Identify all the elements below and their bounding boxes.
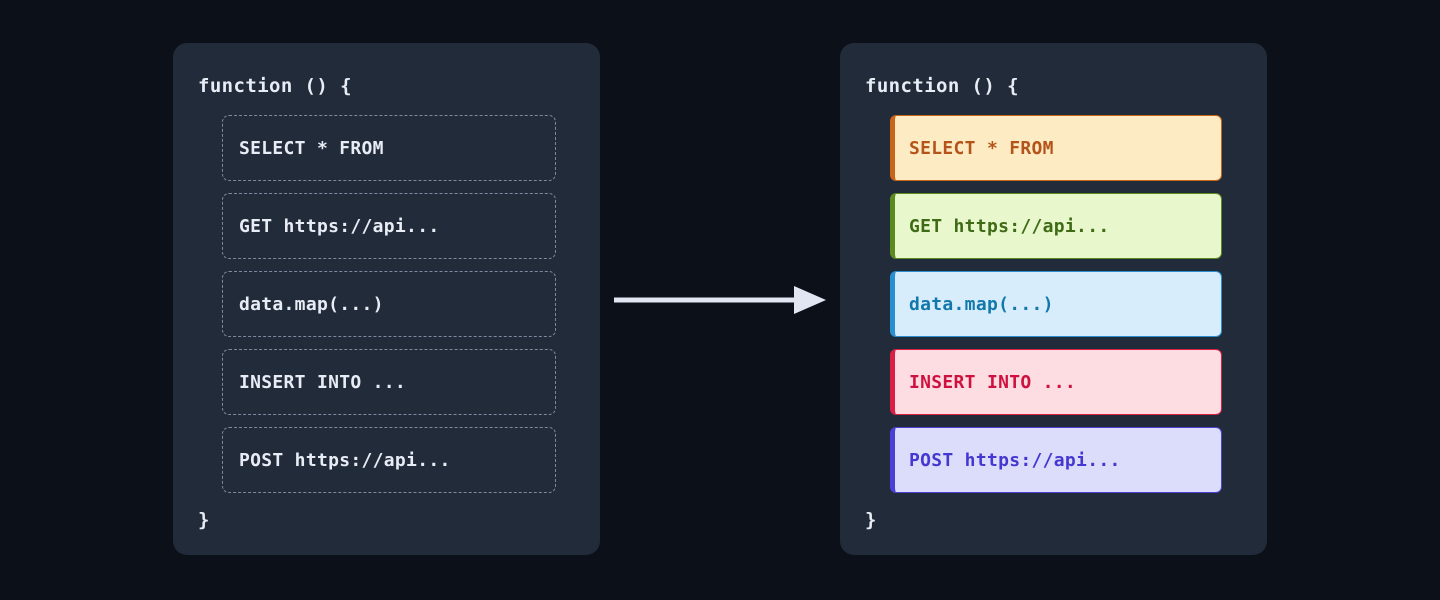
- after-block-js-map: data.map(...): [890, 271, 1222, 337]
- before-block-js-map: data.map(...): [222, 271, 556, 337]
- before-function-close: }: [198, 509, 210, 531]
- after-block-http-post: POST https://api...: [890, 427, 1222, 493]
- before-block-list: SELECT * FROM GET https://api... data.ma…: [222, 115, 556, 493]
- after-block-list: SELECT * FROM GET https://api... data.ma…: [890, 115, 1222, 493]
- before-block-sql-insert: INSERT INTO ...: [222, 349, 556, 415]
- before-block-http-post: POST https://api...: [222, 427, 556, 493]
- before-function-open: function () {: [198, 75, 352, 97]
- transform-arrow: [612, 282, 828, 318]
- after-panel: function () { SELECT * FROM GET https://…: [840, 43, 1267, 555]
- after-function-open: function () {: [865, 75, 1019, 97]
- after-function-close: }: [865, 509, 877, 531]
- after-block-http-get: GET https://api...: [890, 193, 1222, 259]
- before-block-sql-select: SELECT * FROM: [222, 115, 556, 181]
- after-block-sql-select: SELECT * FROM: [890, 115, 1222, 181]
- before-block-http-get: GET https://api...: [222, 193, 556, 259]
- before-panel: function () { SELECT * FROM GET https://…: [173, 43, 600, 555]
- arrow-right-icon: [614, 286, 826, 314]
- after-block-sql-insert: INSERT INTO ...: [890, 349, 1222, 415]
